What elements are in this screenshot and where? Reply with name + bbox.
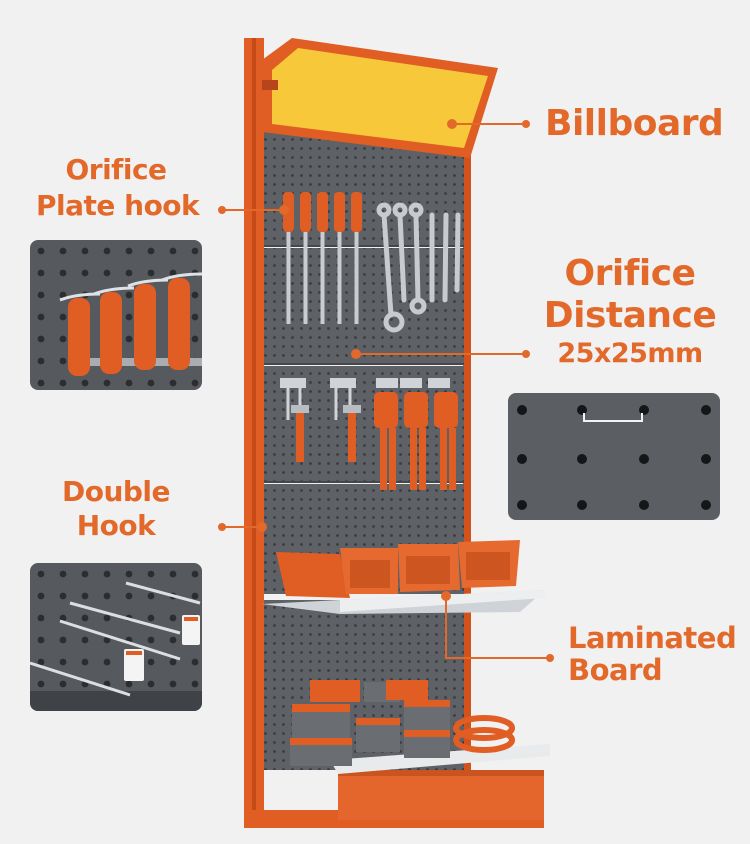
billboard-sign [262,38,498,158]
hook-icon [30,563,202,711]
orifice-plate-hook-label-line1: Orifice [65,153,167,186]
hole-grid-icon [517,405,711,510]
hammer-icon [291,405,361,462]
callout-dots [218,119,554,662]
double-hook-label-line2: Hook [76,509,156,542]
orifice-plate-hook-label-line2: Plate hook [36,189,200,222]
orifice-distance-closeup [508,393,720,520]
orifice-distance-label-line1: Orifice [564,253,696,294]
callout-lines [222,123,550,659]
storage-bin-icon [262,540,545,614]
wrench-icon [376,202,461,333]
orifice-distance-label-line2: Distance [543,295,717,336]
rack-frame [244,38,544,828]
plate-hook-closeup [30,240,202,390]
screwdriver-icon [283,192,362,324]
orifice-distance-value: 25x25mm [557,338,703,369]
laminated-board-label-line1: Laminated [568,621,737,655]
double-hook-label-line1: Double [61,475,171,508]
double-hook-closeup [30,563,202,711]
screwdriver-icon [30,240,202,390]
pliers-icon [374,392,458,490]
laminated-board-label-line2: Board [568,653,663,687]
toolbox-icon [290,680,550,774]
billboard-label: Billboard [545,103,724,144]
